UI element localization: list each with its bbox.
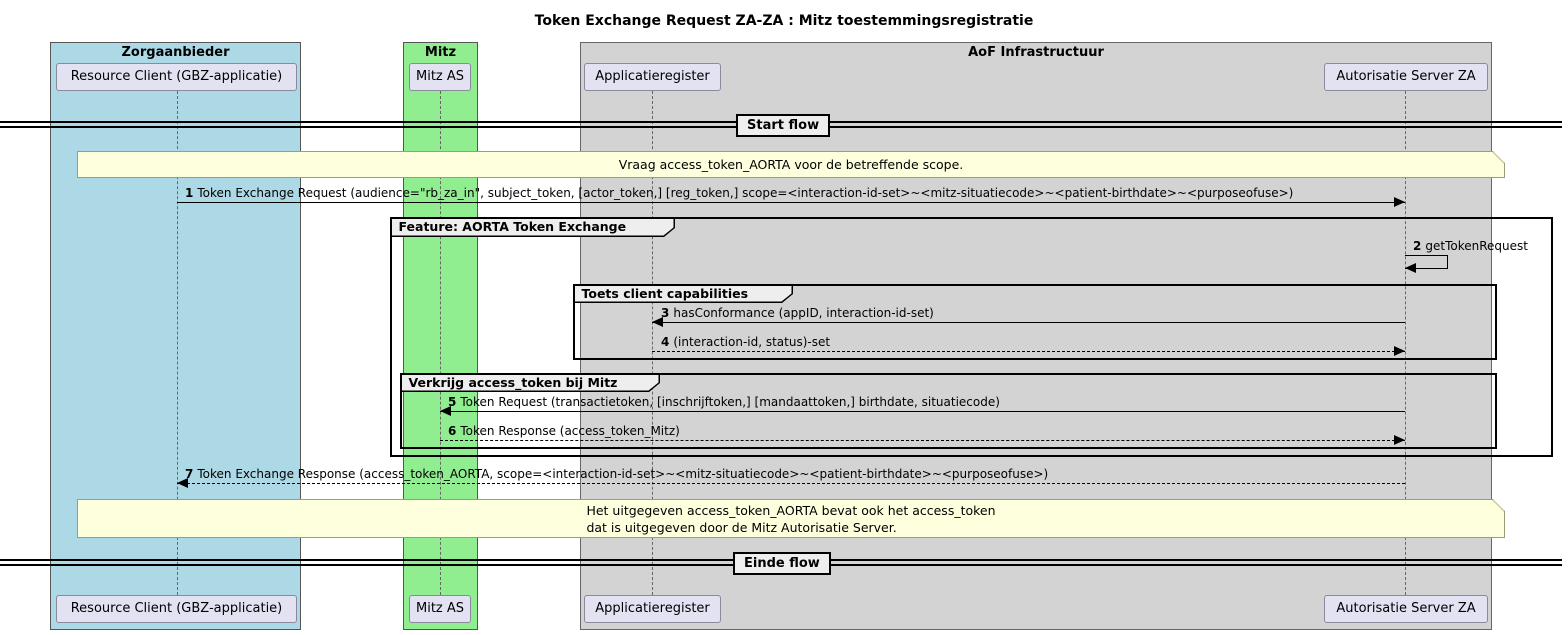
group-verkrijg-label: Verkrijg access_token bij Mitz [402,375,659,391]
participant-top-autorisatie-server-za: Autorisatie Server ZA [1324,63,1488,91]
message-2-number: 2 [1413,239,1422,253]
message-4-arrowhead-icon [1394,346,1405,356]
lifeline-resource-client [177,91,178,595]
message-1-line [177,202,1405,203]
participant-top-mitz-as: Mitz AS [409,63,471,91]
message-1-text: Token Exchange Request (audience="rb_za_… [197,186,1294,200]
note-fold-icon [1492,152,1504,164]
message-1-number: 1 [185,186,194,200]
divider-start-flow-label: Start flow [736,114,831,137]
message-5-number: 5 [448,395,457,409]
note-uitgegeven-line1: Het uitgegeven access_token_AORTA bevat … [586,503,996,518]
message-2-line-side [1447,255,1448,268]
note-uitgegeven-token: Het uitgegeven access_token_AORTA bevat … [77,499,1505,538]
message-2-line-top [1405,255,1448,256]
group-toets-client-capabilities [573,284,1497,360]
message-3-number: 3 [661,306,670,320]
group-toets-label-tab: Toets client capabilities [573,284,793,303]
divider-einde-flow-label: Einde flow [733,552,831,575]
note-vraag-access-token: Vraag access_token_AORTA voor de betreff… [77,151,1505,178]
message-5-text: Token Request (transactietoken, [inschri… [460,395,1000,409]
message-1-arrowhead-icon [1394,197,1405,207]
message-4-label: 4(interaction-id, status)-set [661,335,830,349]
message-5-line [440,411,1405,412]
message-3-line [652,322,1405,323]
group-verkrijg-label-tab: Verkrijg access_token bij Mitz [400,373,660,392]
frame-aof-label: AoF Infrastructuur [968,45,1104,60]
message-7-number: 7 [185,467,194,481]
message-6-arrowhead-icon [1394,435,1405,445]
participant-top-applicatieregister: Applicatieregister [584,63,721,91]
message-6-text: Token Response (access_token_Mitz) [460,424,680,438]
message-4-line [652,351,1405,352]
group-toets-label: Toets client capabilities [575,286,792,302]
message-7-line [177,483,1405,484]
group-feature-label: Feature: AORTA Token Exchange [392,219,674,236]
note-vraag-text: Vraag access_token_AORTA voor de betreff… [618,157,964,172]
participant-top-resource-client: Resource Client (GBZ-applicatie) [56,63,297,91]
lifeline-applicatieregister [652,91,653,595]
lifeline-mitz-as [440,91,441,595]
message-5-arrowhead-icon [440,406,451,416]
message-2-arrowhead-icon [1405,263,1416,273]
participant-bottom-resource-client: Resource Client (GBZ-applicatie) [56,595,297,623]
message-7-text: Token Exchange Response (access_token_AO… [197,467,1049,481]
participant-bottom-mitz-as: Mitz AS [409,595,471,623]
message-4-number: 4 [661,335,670,349]
message-4-text: (interaction-id, status)-set [673,335,831,349]
participant-bottom-autorisatie-server-za: Autorisatie Server ZA [1324,595,1488,623]
message-3-arrowhead-icon [652,317,663,327]
lifeline-autorisatie-server-za [1405,91,1406,595]
participant-bottom-applicatieregister: Applicatieregister [584,595,721,623]
group-verkrijg-access-token [400,373,1497,449]
message-3-text: hasConformance (appID, interaction-id-se… [673,306,934,320]
frame-zorgaanbieder-label: Zorgaanbieder [121,45,230,60]
note-uitgegeven-textblock: Het uitgegeven access_token_AORTA bevat … [586,502,995,536]
message-6-line [440,440,1405,441]
group-feature-aorta-token-exchange [390,217,1553,457]
group-feature-label-tab: Feature: AORTA Token Exchange [390,217,675,237]
message-2-text: getTokenRequest [1425,239,1528,253]
frame-mitz-label: Mitz [424,45,457,60]
note-uitgegeven-line2: dat is uitgegeven door de Mitz Autorisat… [586,520,897,535]
note-fold-icon [1492,500,1504,512]
message-6-number: 6 [448,424,457,438]
diagram-title: Token Exchange Request ZA-ZA : Mitz toes… [534,13,1034,29]
frame-zorgaanbieder: Zorgaanbieder [50,42,301,630]
message-7-arrowhead-icon [177,478,188,488]
message-2-line-bottom [1405,268,1448,269]
